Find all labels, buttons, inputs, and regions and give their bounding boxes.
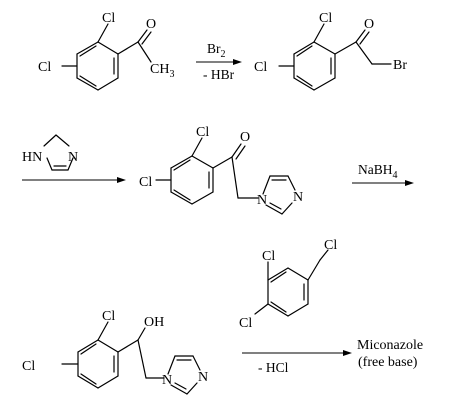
reaction-arrow-4: - HCl — [242, 350, 352, 375]
methyl-group: CH3 — [150, 62, 174, 80]
chlorine-atom: Cl — [319, 11, 332, 26]
molecule-bromoacetophenone: Cl Cl O Br — [254, 11, 407, 91]
imidazole-n3: N — [293, 190, 303, 205]
oxygen-atom: O — [146, 17, 156, 32]
reaction-arrow-2: HN N — [22, 134, 126, 183]
chlorine-atom: Cl — [262, 249, 275, 264]
chlorine-atom: Cl — [22, 359, 35, 374]
reagent-minus-hcl: - HCl — [258, 360, 289, 375]
chlorine-atom: Cl — [239, 316, 252, 331]
chlorine-atom: Cl — [324, 238, 337, 253]
imidazole-n3: N — [198, 370, 208, 385]
imidazole-n1: N — [257, 193, 267, 208]
imidazole-n: N — [68, 150, 78, 165]
product-name: Miconazole — [357, 338, 423, 353]
chlorine-atom: Cl — [139, 175, 152, 190]
molecule-imidazolyl-ethanol: Cl Cl OH N N — [22, 309, 208, 395]
reaction-arrow-1: Br2 - HBr — [196, 41, 242, 82]
hydroxyl-group: OH — [144, 315, 164, 330]
reaction-arrow-3: NaBH4 — [352, 162, 414, 186]
reagent-sodium-borohydride: NaBH4 — [358, 162, 398, 181]
reagent-dichlorobenzyl-chloride: Cl Cl Cl — [239, 238, 337, 331]
product-miconazole: Miconazole (free base) — [357, 338, 423, 370]
oxygen-atom: O — [240, 130, 250, 145]
chlorine-atom: Cl — [38, 60, 51, 75]
product-form: (free base) — [358, 355, 418, 370]
molecule-dichloroacetophenone: Cl Cl O CH3 — [38, 11, 174, 91]
reagent-minus-hbr: - HBr — [203, 67, 235, 82]
imidazole-nh: HN — [22, 150, 42, 165]
molecule-imidazolyl-ketone: Cl Cl O N N — [139, 125, 303, 215]
oxygen-atom: O — [364, 17, 374, 32]
reagent-bromine: Br2 — [207, 41, 226, 60]
chlorine-atom: Cl — [102, 309, 115, 324]
bromine-atom: Br — [393, 58, 407, 73]
imidazole-n1: N — [162, 373, 172, 388]
chlorine-atom: Cl — [254, 60, 267, 75]
chlorine-atom: Cl — [102, 11, 115, 26]
chlorine-atom: Cl — [196, 125, 209, 140]
